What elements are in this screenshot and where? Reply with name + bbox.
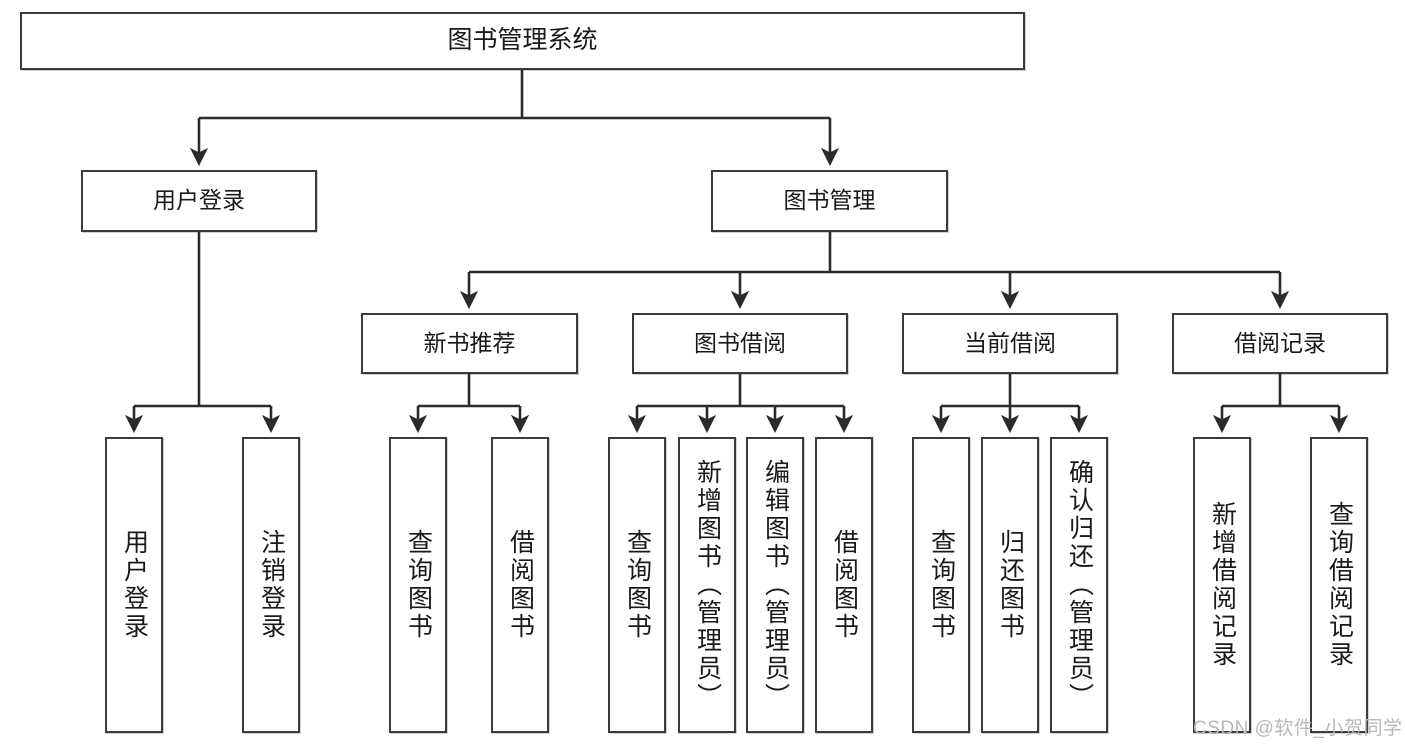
node-leaf-borrow-book-1[interactable]: 借阅图书 bbox=[491, 437, 549, 733]
node-leaf-add-book[interactable]: 新增图书（管理员） bbox=[678, 437, 736, 733]
node-leaf-user-login-label: 用户登录 bbox=[120, 529, 149, 641]
node-leaf-add-borrow-record[interactable]: 新增借阅记录 bbox=[1193, 437, 1251, 733]
node-book-management-label: 图书管理 bbox=[783, 187, 876, 214]
node-leaf-borrow-book-1-label: 借阅图书 bbox=[506, 529, 535, 641]
node-new-book-recommend[interactable]: 新书推荐 bbox=[361, 313, 578, 374]
node-leaf-logout-label: 注销登录 bbox=[257, 529, 286, 641]
node-leaf-query-book-1-label: 查询图书 bbox=[404, 529, 433, 641]
node-root[interactable]: 图书管理系统 bbox=[20, 12, 1025, 70]
node-leaf-edit-book-label: 编辑图书（管理员） bbox=[761, 459, 790, 711]
node-leaf-logout[interactable]: 注销登录 bbox=[242, 437, 300, 733]
node-leaf-query-book-2-label: 查询图书 bbox=[623, 529, 652, 641]
node-leaf-query-book-3-label: 查询图书 bbox=[927, 529, 956, 641]
node-leaf-add-book-label: 新增图书（管理员） bbox=[693, 459, 722, 711]
node-current-borrow[interactable]: 当前借阅 bbox=[902, 313, 1118, 374]
csdn-watermark: CSDN @软件_小贺同学 bbox=[1193, 718, 1403, 739]
node-current-borrow-label: 当前借阅 bbox=[964, 329, 1056, 356]
node-book-management[interactable]: 图书管理 bbox=[711, 170, 948, 232]
node-leaf-query-book-1[interactable]: 查询图书 bbox=[389, 437, 447, 733]
node-book-borrow-label: 图书借阅 bbox=[694, 329, 786, 356]
node-leaf-return-book[interactable]: 归还图书 bbox=[981, 437, 1039, 733]
node-user-login[interactable]: 用户登录 bbox=[81, 170, 317, 232]
node-borrow-record[interactable]: 借阅记录 bbox=[1172, 313, 1388, 374]
node-leaf-add-borrow-record-label: 新增借阅记录 bbox=[1208, 501, 1237, 669]
node-new-book-recommend-label: 新书推荐 bbox=[423, 329, 516, 356]
node-borrow-record-label: 借阅记录 bbox=[1234, 329, 1326, 356]
node-leaf-query-book-3[interactable]: 查询图书 bbox=[912, 437, 970, 733]
node-leaf-return-book-label: 归还图书 bbox=[996, 529, 1025, 641]
node-leaf-borrow-book-2-label: 借阅图书 bbox=[830, 529, 859, 641]
node-leaf-query-borrow-record-label: 查询借阅记录 bbox=[1325, 501, 1354, 669]
node-leaf-query-borrow-record[interactable]: 查询借阅记录 bbox=[1310, 437, 1368, 733]
node-leaf-borrow-book-2[interactable]: 借阅图书 bbox=[815, 437, 873, 733]
node-user-login-label: 用户登录 bbox=[153, 187, 245, 214]
node-leaf-user-login[interactable]: 用户登录 bbox=[105, 437, 163, 733]
node-leaf-confirm-return-label: 确认归还（管理员） bbox=[1065, 459, 1094, 711]
node-book-borrow[interactable]: 图书借阅 bbox=[632, 313, 848, 374]
node-leaf-query-book-2[interactable]: 查询图书 bbox=[608, 437, 666, 733]
node-root-label: 图书管理系统 bbox=[447, 26, 598, 55]
node-leaf-edit-book[interactable]: 编辑图书（管理员） bbox=[746, 437, 804, 733]
node-leaf-confirm-return[interactable]: 确认归还（管理员） bbox=[1050, 437, 1108, 733]
